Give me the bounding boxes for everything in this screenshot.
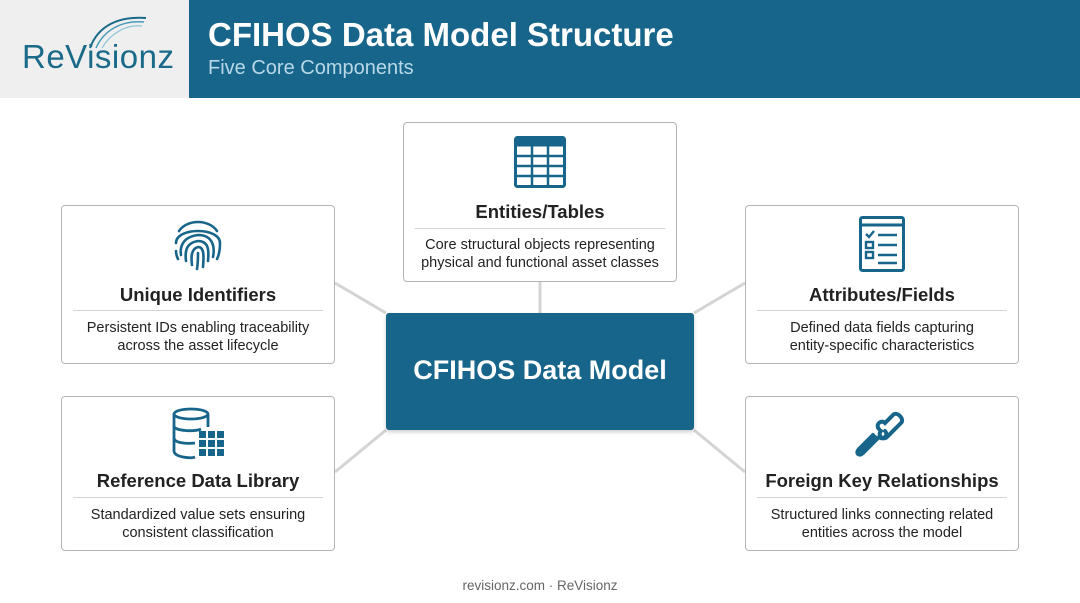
card-desc-attributes-line1: Defined data fields capturing [790, 320, 974, 336]
card-desc-entities-line1: Core structural objects representing [425, 237, 655, 253]
connector-attributes [693, 281, 746, 315]
link-icon [855, 412, 904, 457]
card-desc-reference-line2: consistent classification [122, 525, 274, 541]
card-divider [757, 497, 1007, 498]
table-icon [514, 136, 566, 188]
card-divider [73, 497, 323, 498]
card-title-entities: Entities/Tables [475, 201, 605, 222]
card-title-identifiers: Unique Identifiers [119, 284, 277, 305]
header: ReVisionz CFIHOS Data Model Structure Fi… [0, 0, 1080, 98]
card-desc-identifiers-line1: Persistent IDs enabling traceability [86, 320, 310, 336]
card-attributes: Attributes/Fields Defined data fields ca… [745, 205, 1019, 364]
card-title-foreign-keys: Foreign Key Relationships [765, 470, 999, 491]
checklist-icon [859, 216, 905, 272]
card-desc-reference-line1: Standardized value sets ensuring [90, 507, 306, 523]
title-banner [189, 0, 1080, 98]
card-identifiers: Unique Identifiers Persistent IDs enabli… [61, 205, 335, 364]
card-title-attributes: Attributes/Fields [809, 284, 955, 305]
footer-credit: revisionz.com · ReVisionz [462, 578, 618, 593]
connector-foreign-keys [693, 428, 746, 474]
card-desc-foreign-keys-line1: Structured links connecting related [770, 507, 994, 523]
connector-reference [334, 428, 387, 474]
card-desc-entities-line2: physical and functional asset classes [421, 255, 659, 271]
card-desc-foreign-keys-line2: entities across the model [801, 525, 963, 541]
card-entities: Entities/Tables Core structural objects … [403, 122, 677, 282]
center-node-label: CFIHOS Data Model [413, 355, 667, 385]
center-node: CFIHOS Data Model [386, 313, 694, 430]
fingerprint-icon [174, 220, 222, 271]
card-reference: Reference Data Library Standardized valu… [61, 396, 335, 551]
logo: ReVisionz [0, 0, 189, 98]
logo-text: ReVisionz [22, 38, 175, 75]
card-desc-identifiers-line2: across the asset lifecycle [117, 338, 279, 354]
card-title-reference: Reference Data Library [96, 470, 300, 491]
card-divider [73, 310, 323, 311]
database-grid-icon [172, 407, 224, 460]
card-foreign-keys: Foreign Key Relationships Structured lin… [745, 396, 1019, 551]
page-title: CFIHOS Data Model Structure [208, 16, 674, 53]
connector-identifiers [334, 281, 387, 315]
logo-swoosh-icon [89, 16, 147, 49]
card-divider [415, 228, 665, 229]
card-desc-attributes-line2: entity-specific characteristics [789, 338, 975, 354]
card-divider [757, 310, 1007, 311]
page-subtitle: Five Core Components [208, 57, 414, 79]
